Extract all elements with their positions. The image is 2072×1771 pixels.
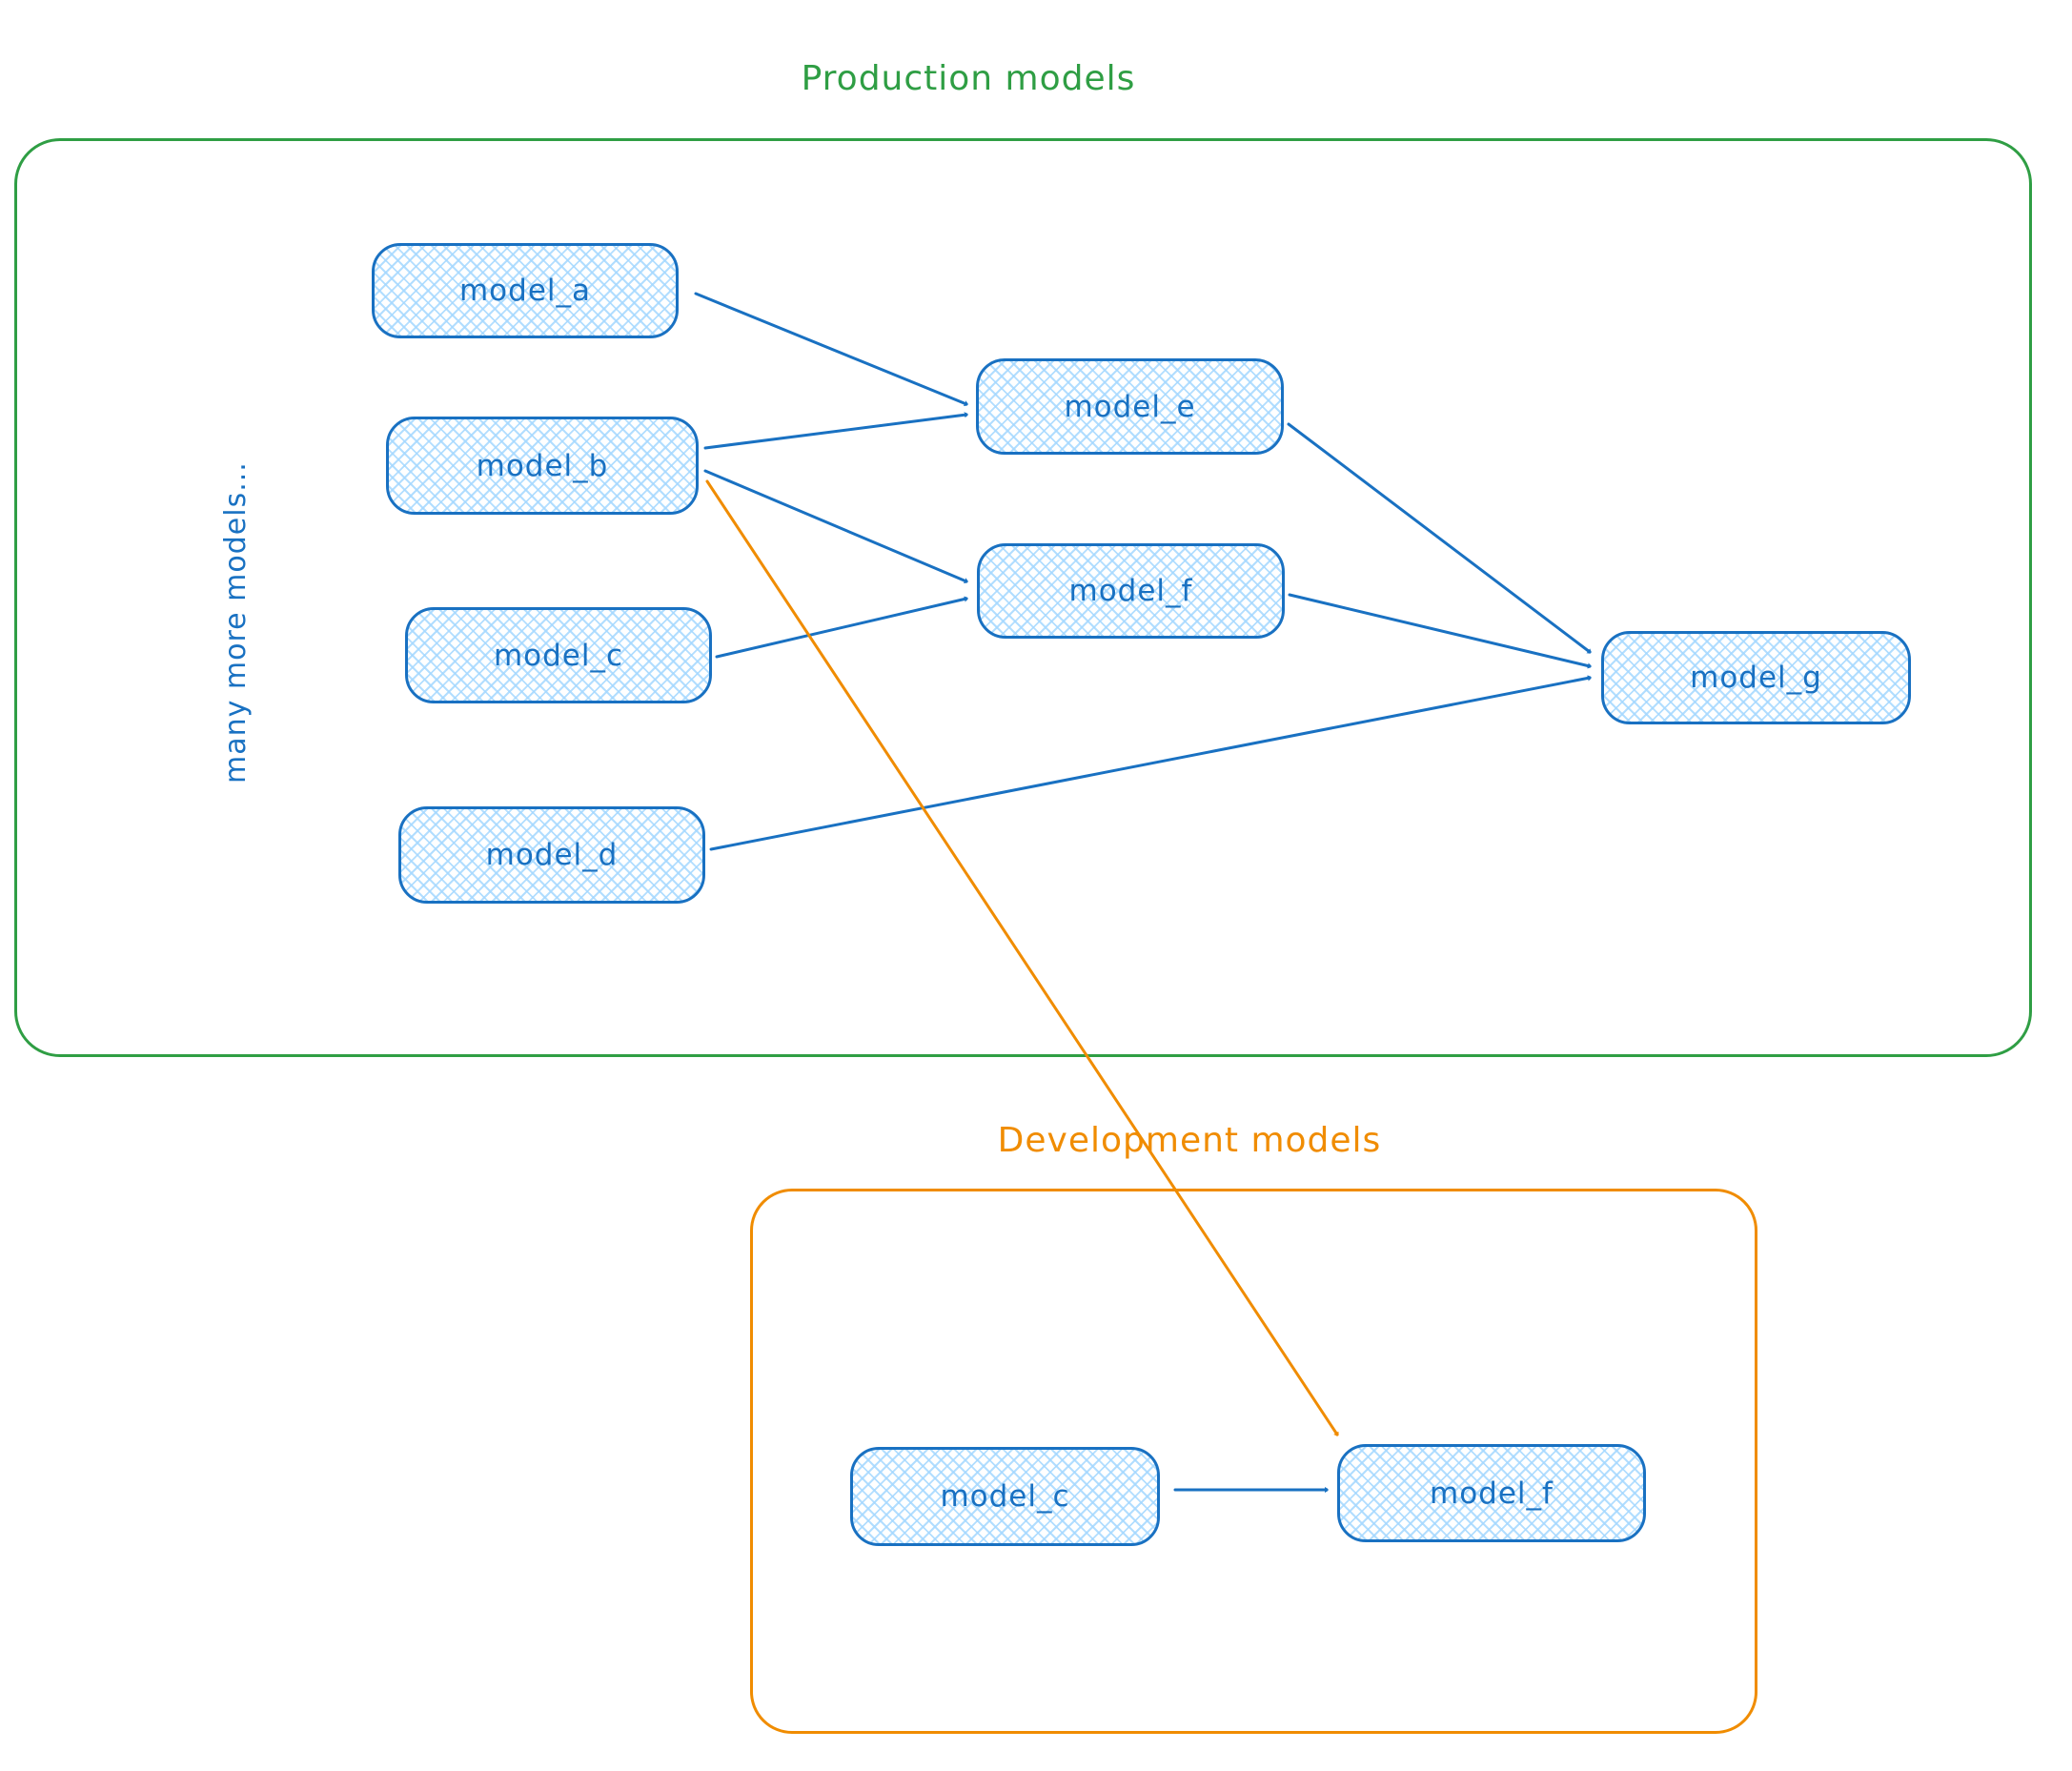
node-label: model_b — [476, 448, 609, 483]
node-model_g: model_g — [1601, 631, 1911, 724]
node-dev_model_c: model_c — [850, 1447, 1160, 1546]
node-label: model_c — [940, 1479, 1070, 1514]
node-model_f: model_f — [977, 543, 1285, 639]
production-group-title: Production models — [801, 59, 1136, 98]
node-model_d: model_d — [398, 806, 705, 904]
development-group-title: Development models — [997, 1121, 1382, 1160]
node-label: model_c — [493, 638, 624, 673]
node-dev_model_f: model_f — [1337, 1444, 1646, 1542]
node-model_c: model_c — [405, 607, 712, 703]
node-model_b: model_b — [386, 417, 699, 515]
node-model_a: model_a — [372, 243, 679, 338]
node-label: model_g — [1690, 661, 1822, 695]
many-more-models-label: many more models... — [219, 461, 253, 784]
node-label: model_d — [485, 838, 619, 872]
node-model_e: model_e — [976, 358, 1284, 455]
node-label: model_e — [1064, 389, 1196, 424]
node-label: model_f — [1068, 574, 1193, 608]
node-label: model_a — [458, 274, 592, 308]
node-label: model_f — [1430, 1476, 1554, 1511]
